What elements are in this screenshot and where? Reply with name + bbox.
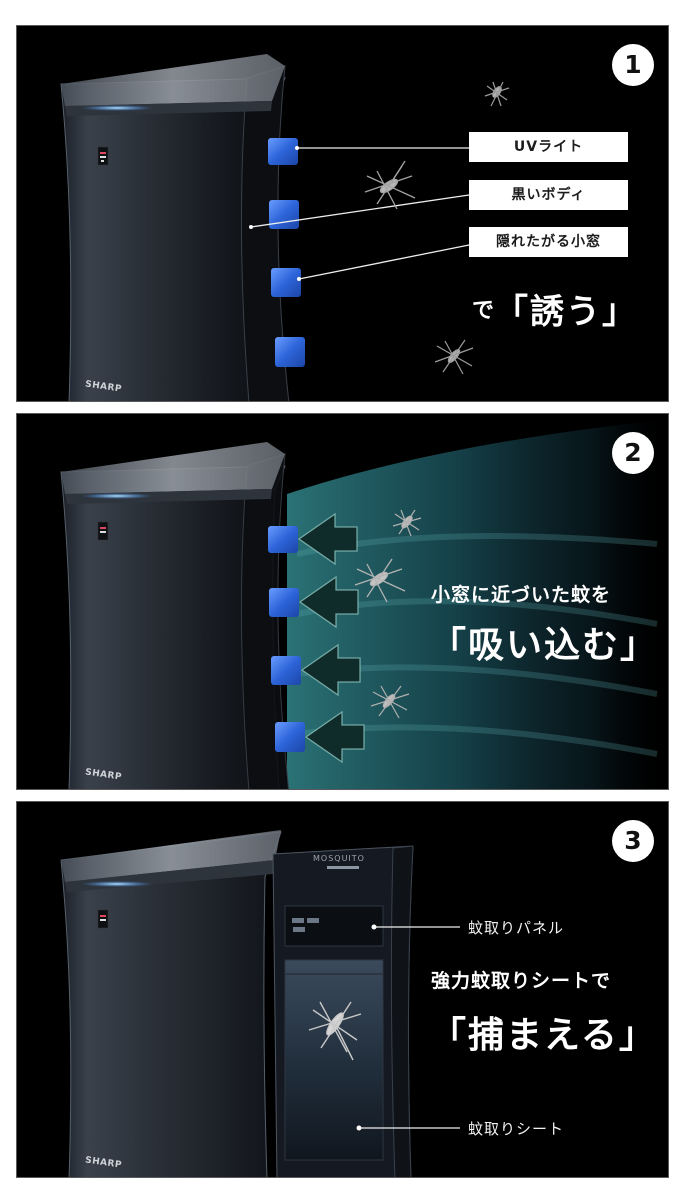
headline-capture: 「捕まえる」 — [430, 1015, 657, 1056]
headline-attract: で「誘う」 — [472, 284, 638, 333]
step-3-panel: SHARP MOSQUITO 3 蚊取りパネル 蚊取りシート 強力蚊取りシートで… — [16, 801, 669, 1178]
uv-window-1 — [268, 138, 298, 165]
mosquito-panel-brand: MOSQUITO — [313, 854, 365, 863]
step-number-badge: 2 — [612, 432, 654, 474]
suction-arrows — [297, 512, 365, 764]
mosquito-sheet — [284, 959, 384, 1161]
mosquito-icon — [370, 685, 410, 719]
callout-mosquito-sheet: 蚊取りシート — [468, 1120, 565, 1138]
air-purifier-suction-illustration — [60, 419, 668, 789]
captured-mosquito-icon — [308, 1001, 362, 1061]
subline-strong-sheet: 強力蚊取りシートで — [431, 970, 612, 992]
headline-prefix: で — [472, 298, 495, 324]
mosquito-icon — [364, 160, 416, 210]
uv-window-3 — [271, 268, 301, 297]
air-purifier-illustration — [60, 54, 510, 401]
mosquito-icon — [354, 558, 406, 603]
step-number-badge: 3 — [612, 820, 654, 862]
uv-window-4 — [275, 337, 305, 367]
label-uv-light: UVライト — [469, 132, 628, 162]
subline-approach-window: 小窓に近づいた蚊を — [431, 584, 612, 606]
mosquito-icon — [484, 81, 510, 107]
label-black-body: 黒いボディ — [469, 180, 628, 210]
step-1-panel: SHARP 1 UVライト 黒いボディ 隠れたがる小窓 で「誘う」 — [16, 25, 669, 402]
air-purifier-open-panel-illustration — [60, 830, 460, 1177]
mosquito-icon — [392, 509, 422, 537]
mosquito-icon — [434, 339, 474, 375]
step-number-badge: 1 — [612, 44, 654, 86]
mosquito-panel-slot — [284, 905, 384, 947]
label-hiding-window: 隠れたがる小窓 — [469, 227, 628, 257]
step-2-panel: SHARP 2 小窓に近づいた蚊を 「吸い込む」 — [16, 413, 669, 790]
headline-suck-in: 「吸い込む」 — [430, 625, 659, 666]
uv-window-2 — [269, 200, 299, 229]
headline-text: 「誘う」 — [494, 292, 639, 332]
callout-mosquito-panel: 蚊取りパネル — [468, 919, 565, 937]
